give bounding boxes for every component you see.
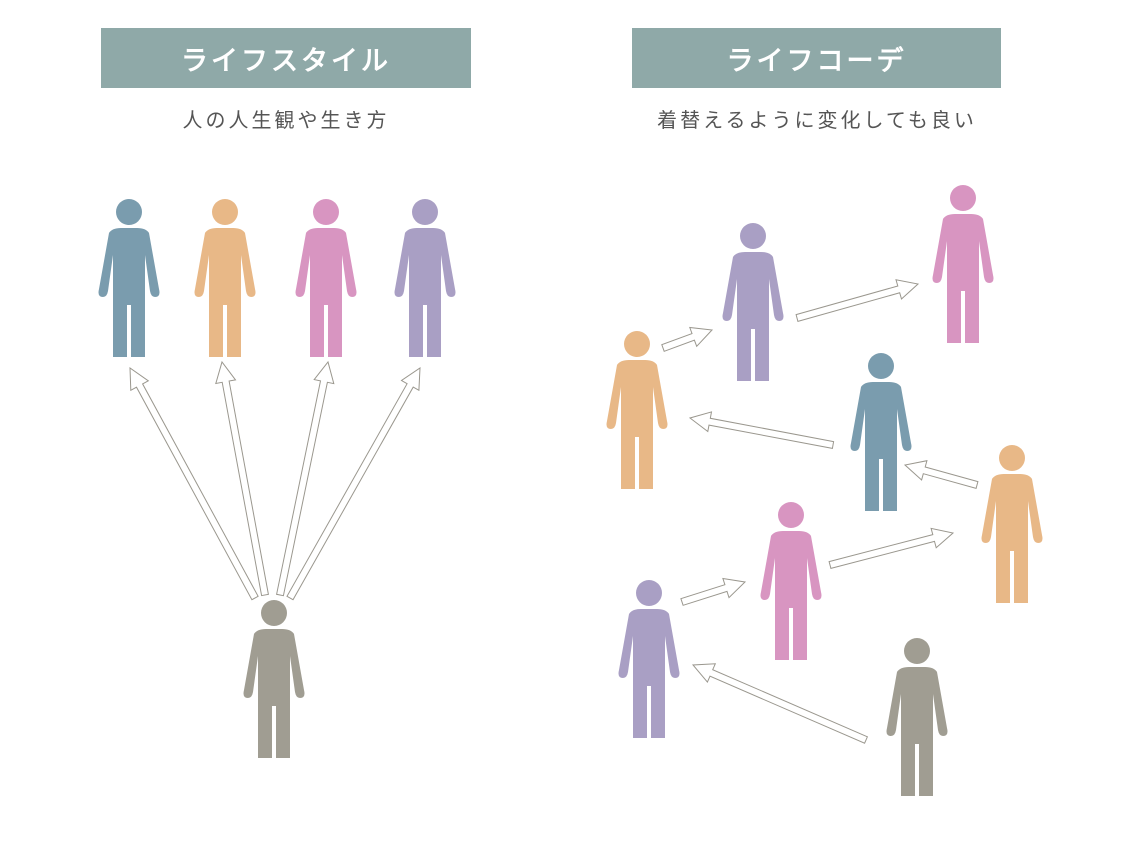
- lifestyle-subtitle: 人の人生観や生き方: [182, 108, 390, 132]
- lifestyle-header: ライフスタイル: [101, 28, 471, 88]
- lifecode-header: ライフコーデ: [632, 28, 1001, 88]
- right-person-purple-icon: [618, 580, 680, 738]
- arrow-icon: [828, 527, 955, 570]
- left-person-orange-icon: [194, 199, 256, 357]
- arrow-icon: [129, 367, 259, 601]
- left-person-pink-icon: [295, 199, 357, 357]
- left-person-gray-icon: [243, 600, 305, 758]
- arrow-icon: [286, 367, 421, 601]
- arrow-icon: [680, 577, 747, 606]
- arrow-icon: [276, 360, 335, 597]
- lifecode-subtitle: 着替えるように変化しても良い: [657, 108, 977, 132]
- right-person-pink-icon: [760, 502, 822, 660]
- right-person-purple-icon: [722, 223, 784, 381]
- left-person-blue-icon: [98, 199, 160, 357]
- right-person-gray-icon: [886, 638, 948, 796]
- left-person-purple-icon: [394, 199, 456, 357]
- right-person-orange-icon: [981, 445, 1043, 603]
- arrow-icon: [215, 360, 269, 597]
- arrow-icon: [795, 279, 920, 323]
- right-person-blue-icon: [850, 353, 912, 511]
- arrow-icon: [661, 326, 714, 352]
- right-person-pink-icon: [932, 185, 994, 343]
- arrow-icon: [903, 460, 979, 490]
- arrow-icon: [688, 411, 835, 449]
- right-person-orange-icon: [606, 331, 668, 489]
- arrow-icon: [691, 663, 869, 744]
